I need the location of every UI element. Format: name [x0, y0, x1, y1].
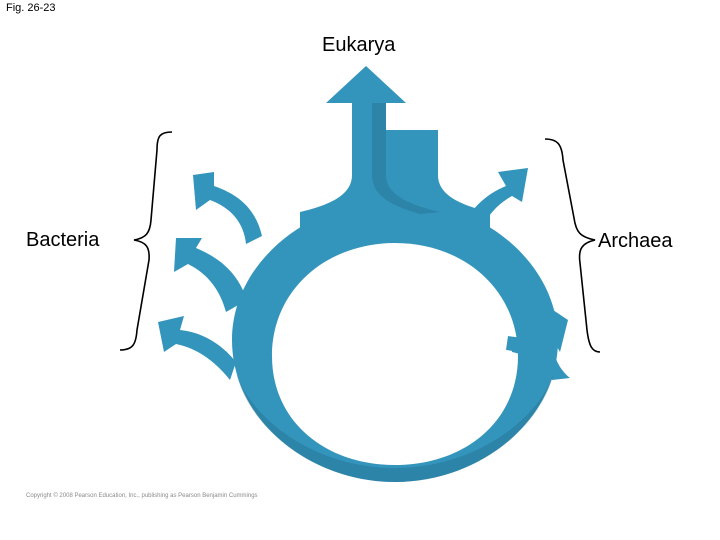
archaea-bracket [544, 138, 601, 353]
bacteria-branch-2 [174, 238, 247, 312]
shading [236, 103, 554, 482]
archaea-label: Archaea [598, 230, 673, 252]
trunk-shadow [372, 103, 440, 214]
bacteria-label: Bacteria [26, 229, 100, 251]
ring-with-branches [158, 66, 570, 482]
bacteria-branch-1 [193, 172, 262, 244]
ring-shadow [236, 372, 554, 482]
brackets [119, 131, 601, 353]
archaea-branch-2b [506, 304, 570, 380]
bacteria-branch-3 [158, 316, 236, 380]
figure-label: Fig. 26-23 [6, 2, 56, 14]
eukarya-arrow [326, 66, 406, 140]
copyright-notice: Copyright © 2008 Pearson Education, Inc.… [26, 493, 258, 499]
archaea-branch-1 [458, 168, 528, 244]
trunk-base [300, 130, 490, 232]
bacteria-bracket [119, 131, 173, 351]
eukarya-label: Eukarya [322, 34, 396, 56]
